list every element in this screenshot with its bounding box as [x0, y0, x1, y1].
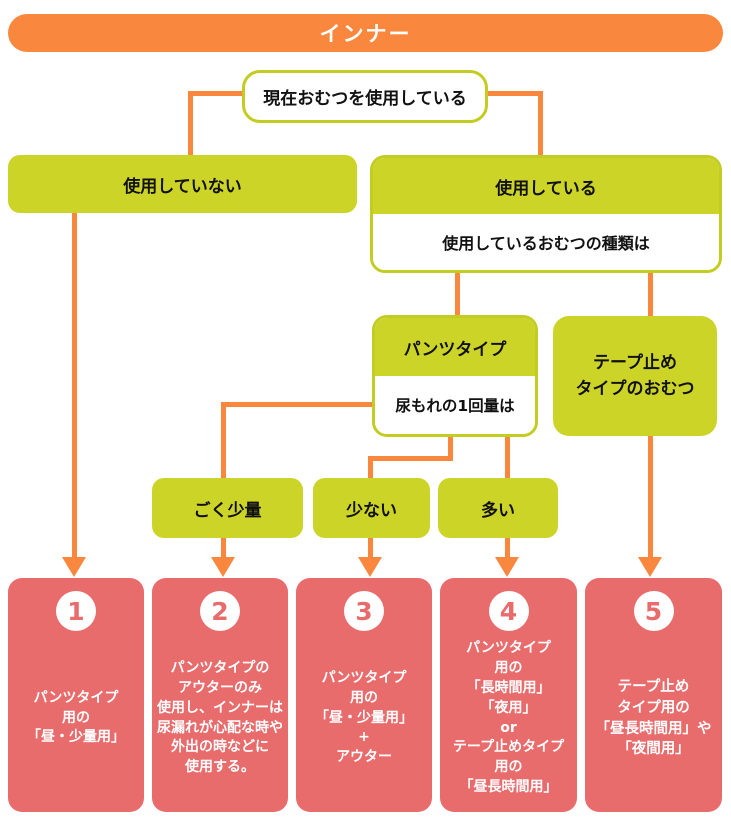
connector-line: [488, 91, 543, 96]
step-number-badge: 5: [633, 591, 674, 631]
arrow-down-icon: [358, 557, 382, 577]
connector-line: [538, 91, 543, 157]
connector-line: [188, 91, 245, 96]
connector-line: [648, 434, 653, 558]
step-number-badge: 4: [488, 591, 529, 631]
result-text: パンツタイプ用の「昼・少量用」: [27, 689, 125, 746]
result-text: パンツタイプ用の「昼・少量用」+アウター: [315, 669, 413, 766]
step-number: 5: [644, 596, 663, 626]
node-diaper-type-question: 使用しているおむつの種類は: [373, 214, 719, 270]
node-not-using: 使用していない: [8, 155, 357, 213]
arrow-down-icon: [495, 557, 519, 577]
connector-line: [221, 402, 226, 480]
section-banner-inner: インナー: [8, 14, 723, 52]
connector-line: [448, 435, 453, 461]
node-using-group: 使用している 使用しているおむつの種類は: [370, 155, 722, 273]
connector-line: [72, 211, 77, 558]
result-card-2: 2 パンツタイプのアウターのみ使用し、インナーは尿漏れが心配な時や外出の時などに…: [152, 578, 288, 812]
step-number: 2: [211, 596, 229, 626]
step-number: 4: [499, 596, 518, 626]
arrow-down-icon: [211, 557, 235, 577]
node-very-small-amount: ごく少量: [152, 478, 303, 538]
node-pants-type-group: パンツタイプ 尿もれの1回量は: [372, 315, 538, 437]
arrow-down-icon: [62, 557, 86, 577]
node-tape-type-line2: タイプのおむつ: [575, 379, 695, 399]
step-number: 1: [67, 596, 85, 626]
node-currently-using-diaper: 現在おむつを使用している: [242, 70, 488, 123]
result-text: パンツタイプのアウターのみ使用し、インナーは尿漏れが心配な時や外出の時などに使用…: [157, 659, 283, 776]
node-small-amount: 少ない: [313, 478, 430, 538]
connector-line: [368, 456, 453, 461]
result-card-5: 5 テープ止めタイプ用の「昼長時間用」や「夜間用」: [585, 578, 722, 812]
step-number-badge: 1: [56, 591, 96, 631]
step-number-badge: 3: [344, 591, 384, 631]
connector-line: [455, 271, 460, 317]
result-card-1: 1 パンツタイプ用の「昼・少量用」: [8, 578, 144, 812]
node-large-amount: 多い: [438, 478, 558, 538]
arrow-down-icon: [638, 557, 662, 577]
connector-line: [505, 435, 510, 480]
node-using: 使用している: [373, 158, 719, 214]
step-number-badge: 2: [200, 591, 240, 631]
connector-line: [368, 456, 373, 480]
result-card-3: 3 パンツタイプ用の「昼・少量用」+アウター: [296, 578, 432, 812]
node-leak-volume-question: 尿もれの1回量は: [375, 376, 535, 434]
connector-line: [648, 271, 653, 318]
connector-line: [505, 532, 510, 558]
node-tape-type: テープ止め タイプのおむつ: [553, 316, 717, 436]
connector-line: [223, 402, 374, 407]
result-text: テープ止めタイプ用の「昼長時間用」や「夜間用」: [595, 679, 712, 758]
node-tape-type-line1: テープ止め: [593, 352, 677, 373]
connector-line: [188, 91, 193, 157]
node-pants-type: パンツタイプ: [375, 318, 535, 376]
connector-line: [221, 532, 226, 558]
connector-line: [368, 532, 373, 558]
step-number: 3: [355, 596, 373, 626]
